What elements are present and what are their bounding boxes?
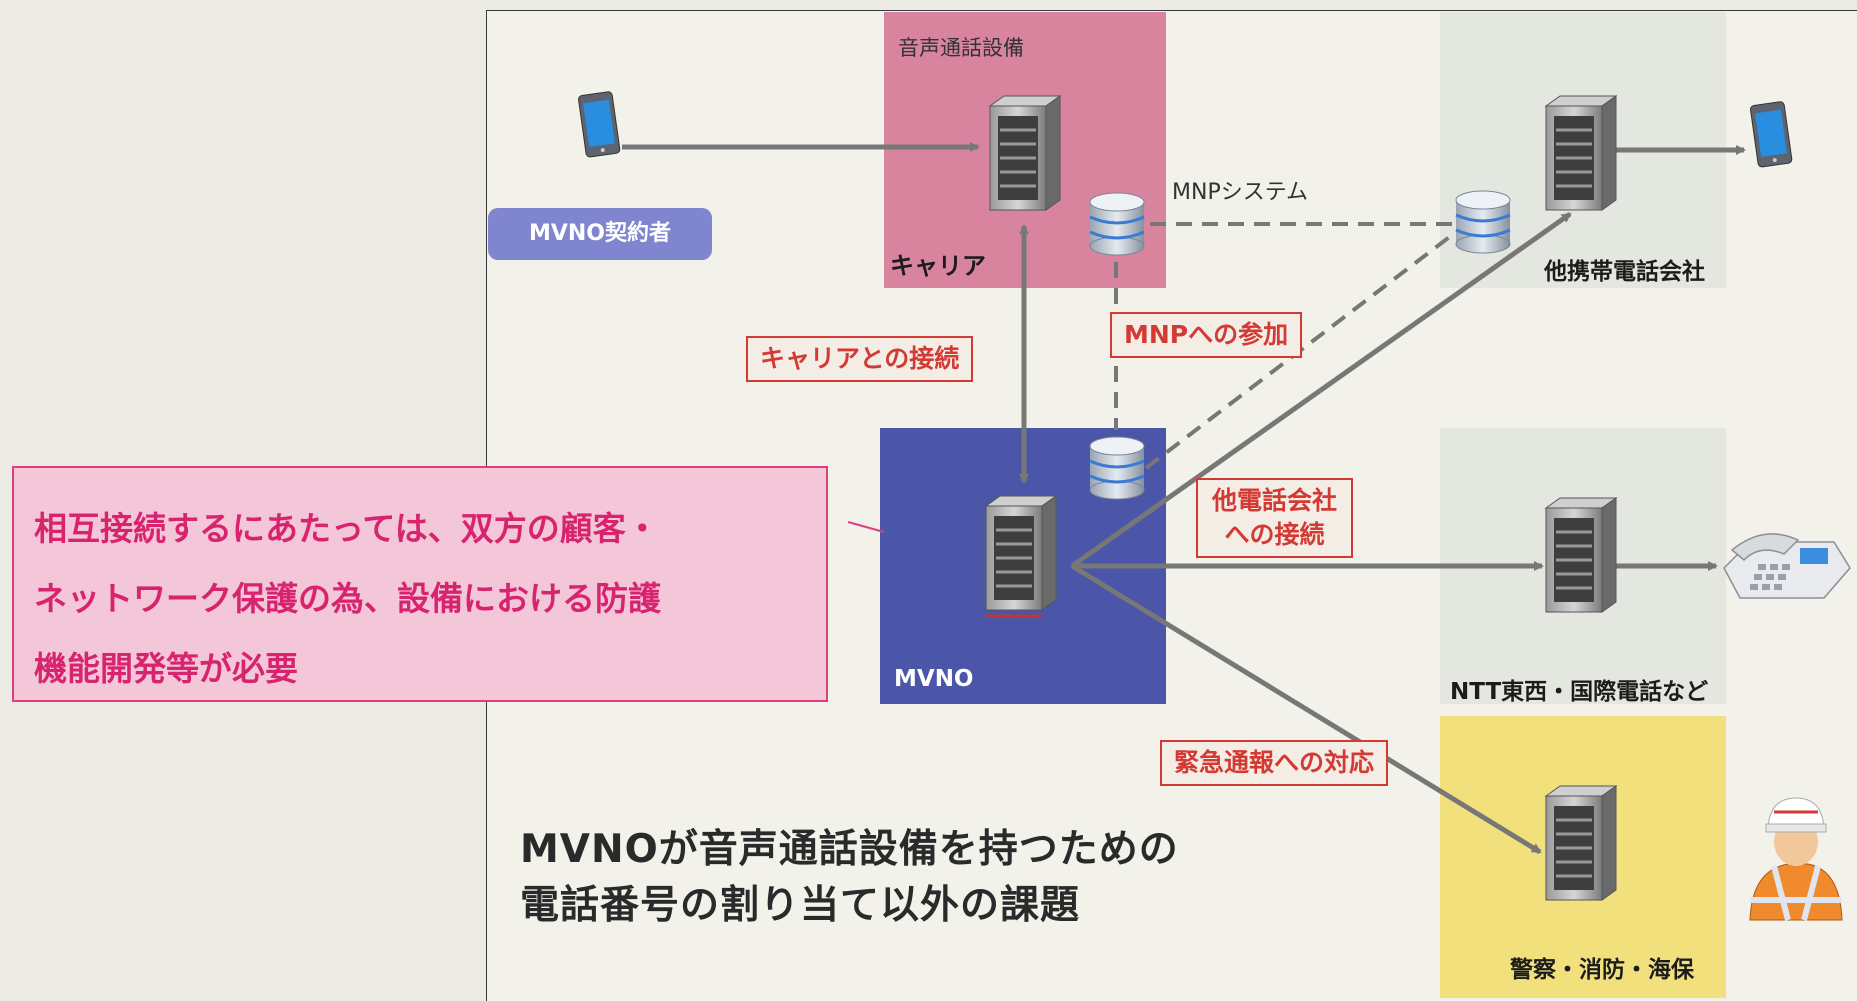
carrier-server-icon bbox=[988, 94, 1062, 212]
mobile-mnp-db-icon bbox=[1454, 189, 1512, 255]
carrier-connection-label: キャリアとの接続 bbox=[746, 336, 974, 382]
worker-helmet-icon bbox=[1749, 797, 1843, 921]
ntt-label: NTT東西・国際電話など bbox=[1450, 679, 1709, 705]
carrier-mnp-db-icon bbox=[1088, 191, 1146, 257]
emergency-label: 警察・消防・海保 bbox=[1510, 957, 1694, 983]
ntt-server-icon bbox=[1544, 496, 1618, 614]
subscriber-phone-icon bbox=[577, 90, 621, 158]
emergency-server-icon bbox=[1544, 784, 1618, 902]
requirement-callout: 相互接続するにあたっては、双方の顧客・ ネットワーク保護の為、設備における防護 … bbox=[12, 466, 828, 702]
title-line-2: 電話番号の割り当て以外の課題 bbox=[520, 883, 1081, 928]
callout-line-3: 機能開発等が必要 bbox=[34, 649, 298, 688]
carrier-label: キャリア bbox=[890, 252, 986, 280]
mobile-carrier-label: 他携帯電話会社 bbox=[1544, 259, 1705, 285]
other-carrier-connection-label: 他電話会社 への接続 bbox=[1196, 478, 1354, 558]
recipient-phone-icon bbox=[1749, 100, 1793, 168]
mnp-participation-label: MNPへの参加 bbox=[1110, 312, 1303, 358]
mobile-server-icon bbox=[1544, 94, 1618, 212]
mvno-to-mobile-arrow bbox=[1070, 211, 1572, 569]
mvno-server-icon bbox=[984, 494, 1058, 612]
callout-line-2: ネットワーク保護の為、設備における防護 bbox=[34, 579, 661, 618]
title-line-1: MVNOが音声通話設備を持つための bbox=[520, 827, 1179, 872]
mvno-to-emergency-arrow bbox=[1070, 563, 1542, 855]
diagram-title: MVNOが音声通話設備を持つための 電話番号の割り当て以外の課題 bbox=[520, 822, 1179, 934]
other-carrier-line1: 他電話会社 bbox=[1212, 486, 1338, 515]
callout-pointer bbox=[847, 521, 885, 533]
mvno-label: MVNO bbox=[894, 666, 974, 692]
other-carrier-line2: への接続 bbox=[1224, 520, 1325, 549]
desk-phone-icon bbox=[1723, 533, 1851, 599]
carrier-caption: 音声通話設備 bbox=[898, 36, 1024, 60]
callout-line-1: 相互接続するにあたっては、双方の顧客・ bbox=[34, 509, 659, 548]
emergency-response-label: 緊急通報への対応 bbox=[1160, 740, 1389, 786]
mnp-system-label: MNPシステム bbox=[1172, 180, 1309, 205]
mvno-mnp-db-icon bbox=[1088, 435, 1146, 501]
subscriber-label: MVNO契約者 bbox=[488, 208, 712, 260]
